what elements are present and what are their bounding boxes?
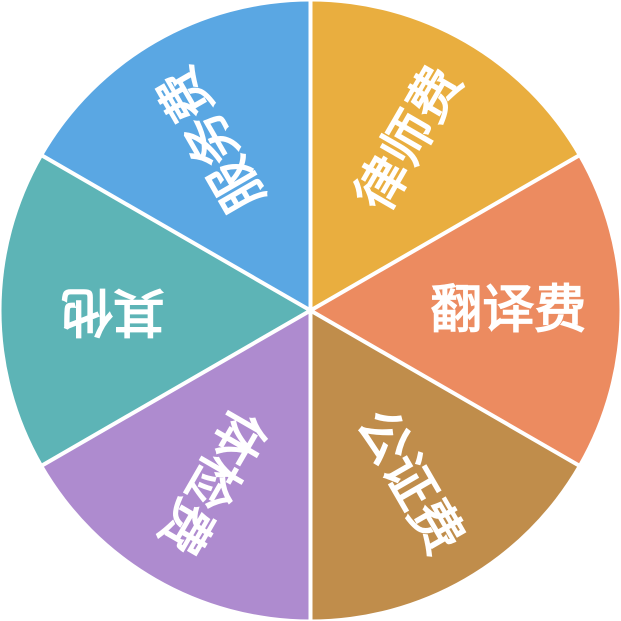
segment-lawyer-fee	[310, 1, 579, 311]
label-other: 其他	[61, 281, 165, 341]
divider-line	[309, 153, 581, 313]
segment-translation-fee	[310, 156, 620, 465]
divider-line	[40, 308, 312, 468]
segment-notarization-fee	[310, 310, 579, 620]
label-translation-fee: 翻译费	[430, 281, 586, 341]
segment-service-fee	[42, 1, 311, 311]
wheel-dividers	[40, 0, 581, 621]
divider-line	[40, 153, 312, 313]
segment-other	[1, 156, 311, 465]
segment-medical-exam-fee	[42, 310, 311, 620]
divider-line	[309, 308, 581, 468]
